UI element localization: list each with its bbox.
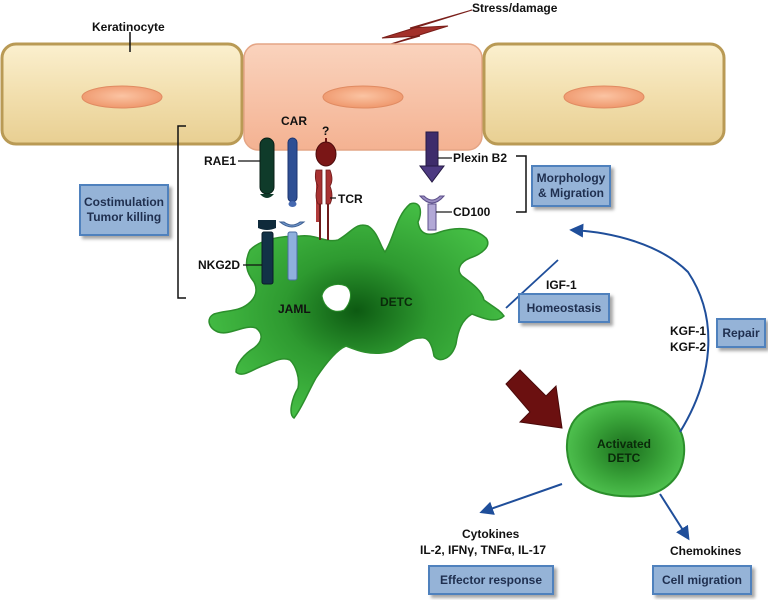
chemokines-label: Chemokines (670, 544, 742, 558)
morphology-line2: & Migration (538, 186, 604, 200)
stress-damage-label: Stress/damage (472, 1, 558, 15)
cytokines-label: Cytokines (462, 527, 520, 541)
tcr-receptor (314, 169, 333, 240)
homeostasis-arrow (505, 259, 559, 309)
plexin-b2-receptor (419, 131, 445, 183)
activated-detc-label: Activated DETC (596, 437, 652, 465)
keratinocyte-left (0, 42, 244, 146)
costimulation-bracket (177, 125, 186, 299)
cytokine-list-label: IL-2, IFNγ, TNFα, IL-17 (420, 543, 547, 557)
effector-response-box: Effector response (428, 565, 554, 595)
morphology-line1: Morphology (536, 171, 606, 185)
costimulation-line2: Tumor killing (86, 210, 162, 224)
nucleus (563, 85, 645, 109)
plexin-b2-label: Plexin B2 (453, 151, 508, 165)
unknown-ligand (315, 138, 337, 167)
repair-box: Repair (716, 318, 766, 348)
activated-detc-cell (566, 400, 686, 498)
tcr-label: TCR (338, 192, 363, 206)
chemokines-arrow (659, 493, 690, 541)
rae1-label: RAE1 (204, 154, 237, 168)
activated-line1: Activated (596, 437, 652, 451)
jaml-label: JAML (278, 302, 311, 316)
keratinocyte-label: Keratinocyte (92, 20, 165, 34)
activated-line2: DETC (607, 451, 641, 465)
kgf2-label: KGF-2 (670, 340, 706, 354)
morphology-bracket (516, 155, 527, 213)
detc-cell (208, 202, 505, 420)
igf1-label: IGF-1 (546, 278, 577, 292)
costimulation-box: Costimulation Tumor killing (79, 184, 169, 236)
cd100-receptor (418, 195, 446, 231)
nkg2d-receptor (258, 220, 276, 285)
nucleus (81, 85, 163, 109)
cd100-label: CD100 (453, 205, 491, 219)
unknown-ligand-label: ? (322, 124, 330, 138)
cytokines-arrow (479, 483, 563, 515)
stressed-keratinocyte (243, 43, 483, 151)
car-ligand (287, 137, 298, 207)
costimulation-line1: Costimulation (84, 195, 164, 209)
detc-label: DETC (380, 295, 413, 309)
jaml-receptor (278, 221, 306, 281)
lightning-bolt-icon (377, 9, 473, 49)
nucleus (322, 85, 404, 109)
repair-arrow (569, 223, 710, 433)
homeostasis-box: Homeostasis (518, 293, 610, 323)
kgf1-label: KGF-1 (670, 324, 706, 338)
morphology-migration-box: Morphology & Migration (531, 165, 611, 207)
keratinocyte-right (482, 42, 726, 146)
detc-hole (321, 283, 351, 312)
large-arrow-icon (505, 369, 563, 429)
rae1-ligand (259, 137, 275, 198)
nkg2d-label: NKG2D (198, 258, 241, 272)
cell-migration-box: Cell migration (652, 565, 752, 595)
car-label: CAR (281, 114, 307, 128)
